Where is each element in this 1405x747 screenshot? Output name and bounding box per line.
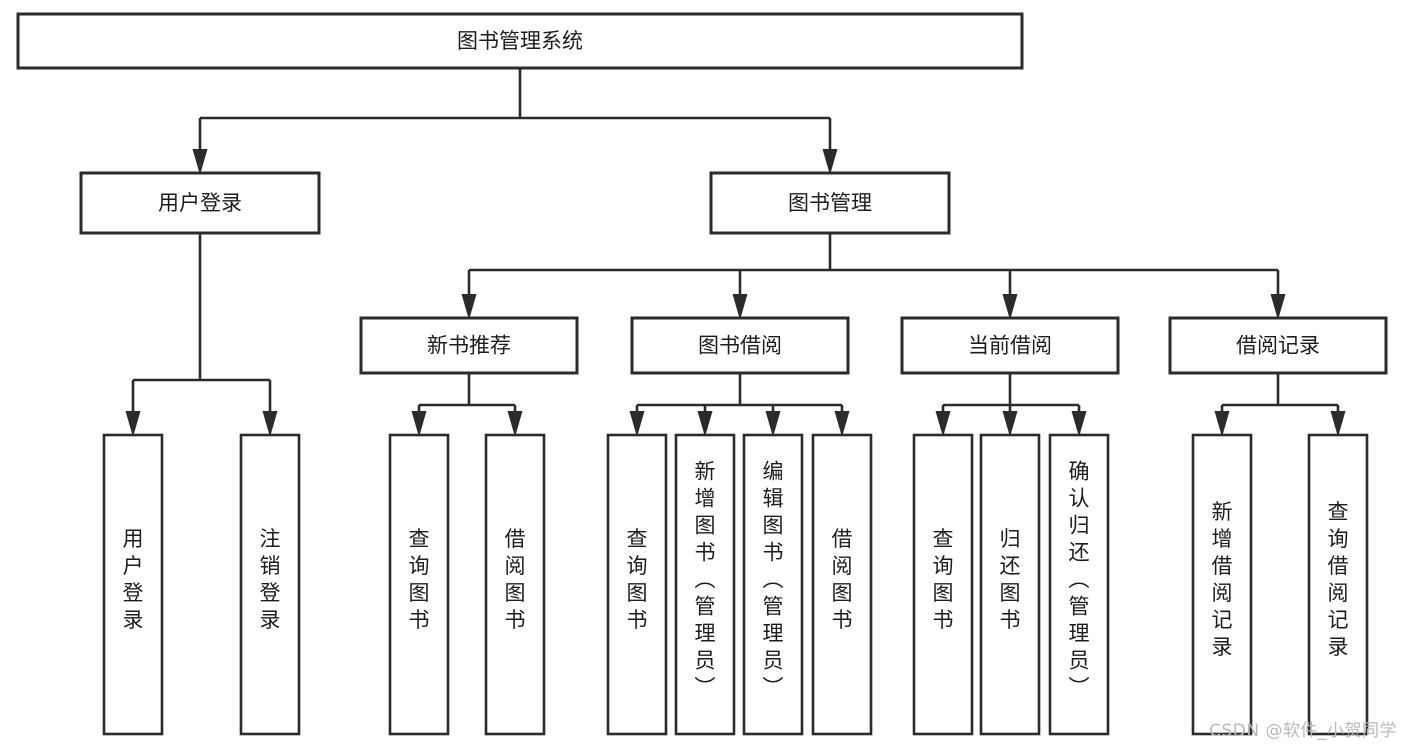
- arrow-head-icon: [765, 411, 781, 437]
- node-box-leaf-add-book-admin[interactable]: [674, 433, 736, 736]
- node-box-leaf-add-borrow-record[interactable]: [1191, 433, 1253, 736]
- node-label-book-borrow: 图书借阅: [698, 334, 782, 358]
- node-box-leaf-query-book-current[interactable]: [912, 433, 974, 736]
- node-leaf-logout[interactable]: 注销登录: [239, 433, 301, 736]
- arrow-head-icon: [732, 294, 748, 320]
- node-label-leaf-add-book-admin: 新增图书︵管理员︶: [695, 460, 716, 700]
- node-label-leaf-borrow-book-new: 借阅图书: [505, 527, 526, 632]
- arrow-head-icon: [411, 411, 427, 437]
- node-label-root: 图书管理系统: [457, 29, 583, 53]
- node-label-leaf-logout: 注销登录: [260, 527, 281, 632]
- node-box-leaf-user-login[interactable]: [102, 433, 164, 736]
- node-label-current-borrow: 当前借阅: [968, 334, 1052, 358]
- node-box-borrow-record[interactable]: [1168, 316, 1388, 375]
- node-leaf-borrow-book[interactable]: 借阅图书: [811, 433, 873, 736]
- connector-current-borrow-to-leaves: [935, 373, 1087, 437]
- node-box-leaf-query-book-borrow[interactable]: [606, 433, 668, 736]
- node-label-leaf-return-book: 归还图书: [1000, 527, 1021, 632]
- node-leaf-user-login[interactable]: 用户登录: [102, 433, 164, 736]
- arrow-head-icon: [935, 411, 951, 437]
- arrow-head-icon: [822, 149, 838, 175]
- arrow-head-icon: [461, 294, 477, 320]
- node-borrow-record[interactable]: 借阅记录: [1168, 316, 1388, 375]
- arrow-head-icon: [629, 411, 645, 437]
- node-label-leaf-user-login: 用户登录: [123, 527, 144, 632]
- node-leaf-confirm-return-admin[interactable]: 确认归还︵管理员︶: [1048, 433, 1110, 736]
- arrow-head-icon: [1002, 411, 1018, 437]
- arrow-head-icon: [192, 149, 208, 175]
- arrow-head-icon: [507, 411, 523, 437]
- node-leaf-add-borrow-record[interactable]: 新增借阅记录: [1191, 433, 1253, 736]
- arrow-head-icon: [697, 411, 713, 437]
- node-label-leaf-query-book-borrow: 查询图书: [627, 527, 648, 632]
- node-box-leaf-query-book-new[interactable]: [388, 433, 450, 736]
- node-label-user-login: 用户登录: [158, 191, 242, 215]
- node-label-leaf-add-borrow-record: 新增借阅记录: [1212, 500, 1233, 659]
- node-label-borrow-record: 借阅记录: [1236, 334, 1320, 358]
- node-book-manage[interactable]: 图书管理: [709, 171, 951, 235]
- node-label-new-book-recommend: 新书推荐: [427, 334, 511, 358]
- connector-book-borrow-to-leaves: [629, 373, 850, 437]
- node-leaf-query-book-current[interactable]: 查询图书: [912, 433, 974, 736]
- node-label-leaf-edit-book-admin: 编辑图书︵管理员︶: [763, 460, 784, 700]
- connector-book-manage-to-level3: [461, 233, 1286, 320]
- arrow-head-icon: [125, 411, 141, 437]
- arrow-head-icon: [834, 411, 850, 437]
- node-label-leaf-query-book-new: 查询图书: [409, 527, 430, 632]
- node-box-user-login[interactable]: [79, 171, 321, 235]
- arrow-head-icon: [1330, 411, 1346, 437]
- watermark-label: CSDN @软件_小贺同学: [1209, 721, 1397, 741]
- node-label-leaf-borrow-book: 借阅图书: [832, 527, 853, 632]
- node-leaf-add-book-admin[interactable]: 新增图书︵管理员︶: [674, 433, 736, 736]
- node-book-borrow[interactable]: 图书借阅: [630, 316, 850, 375]
- node-box-leaf-logout[interactable]: [239, 433, 301, 736]
- node-leaf-return-book[interactable]: 归还图书: [979, 433, 1041, 736]
- node-box-new-book-recommend[interactable]: [359, 316, 579, 375]
- node-user-login[interactable]: 用户登录: [79, 171, 321, 235]
- node-label-book-manage: 图书管理: [788, 191, 872, 215]
- node-box-leaf-return-book[interactable]: [979, 433, 1041, 736]
- node-label-leaf-query-borrow-record: 查询借阅记录: [1328, 500, 1349, 659]
- node-leaf-borrow-book-new[interactable]: 借阅图书: [484, 433, 546, 736]
- node-box-leaf-edit-book-admin[interactable]: [742, 433, 804, 736]
- node-label-leaf-confirm-return-admin: 确认归还︵管理员︶: [1069, 460, 1090, 700]
- node-box-leaf-borrow-book[interactable]: [811, 433, 873, 736]
- connector-borrow-record-to-leaves: [1214, 373, 1346, 437]
- node-box-leaf-borrow-book-new[interactable]: [484, 433, 546, 736]
- arrow-head-icon: [262, 411, 278, 437]
- nodes-layer: 图书管理系统用户登录图书管理新书推荐图书借阅当前借阅借阅记录用户登录注销登录查询…: [16, 12, 1388, 736]
- connector-new-book-to-leaves: [411, 373, 523, 437]
- node-box-root[interactable]: [16, 12, 1024, 70]
- node-box-leaf-confirm-return-admin[interactable]: [1048, 433, 1110, 736]
- node-current-borrow[interactable]: 当前借阅: [900, 316, 1120, 375]
- node-leaf-query-borrow-record[interactable]: 查询借阅记录: [1307, 433, 1369, 736]
- node-box-book-borrow[interactable]: [630, 316, 850, 375]
- arrow-head-icon: [1002, 294, 1018, 320]
- arrow-head-icon: [1270, 294, 1286, 320]
- arrow-head-icon: [1214, 411, 1230, 437]
- node-box-current-borrow[interactable]: [900, 316, 1120, 375]
- arrow-head-icon: [1071, 411, 1087, 437]
- node-new-book-recommend[interactable]: 新书推荐: [359, 316, 579, 375]
- node-label-leaf-query-book-current: 查询图书: [933, 527, 954, 632]
- node-leaf-query-book-new[interactable]: 查询图书: [388, 433, 450, 736]
- node-box-book-manage[interactable]: [709, 171, 951, 235]
- node-box-leaf-query-borrow-record[interactable]: [1307, 433, 1369, 736]
- node-root[interactable]: 图书管理系统: [16, 12, 1024, 70]
- connectors-layer: [125, 68, 1346, 437]
- connector-root-to-level2: [192, 68, 838, 175]
- node-leaf-edit-book-admin[interactable]: 编辑图书︵管理员︶: [742, 433, 804, 736]
- connector-user-login-to-leaves: [125, 233, 278, 437]
- node-leaf-query-book-borrow[interactable]: 查询图书: [606, 433, 668, 736]
